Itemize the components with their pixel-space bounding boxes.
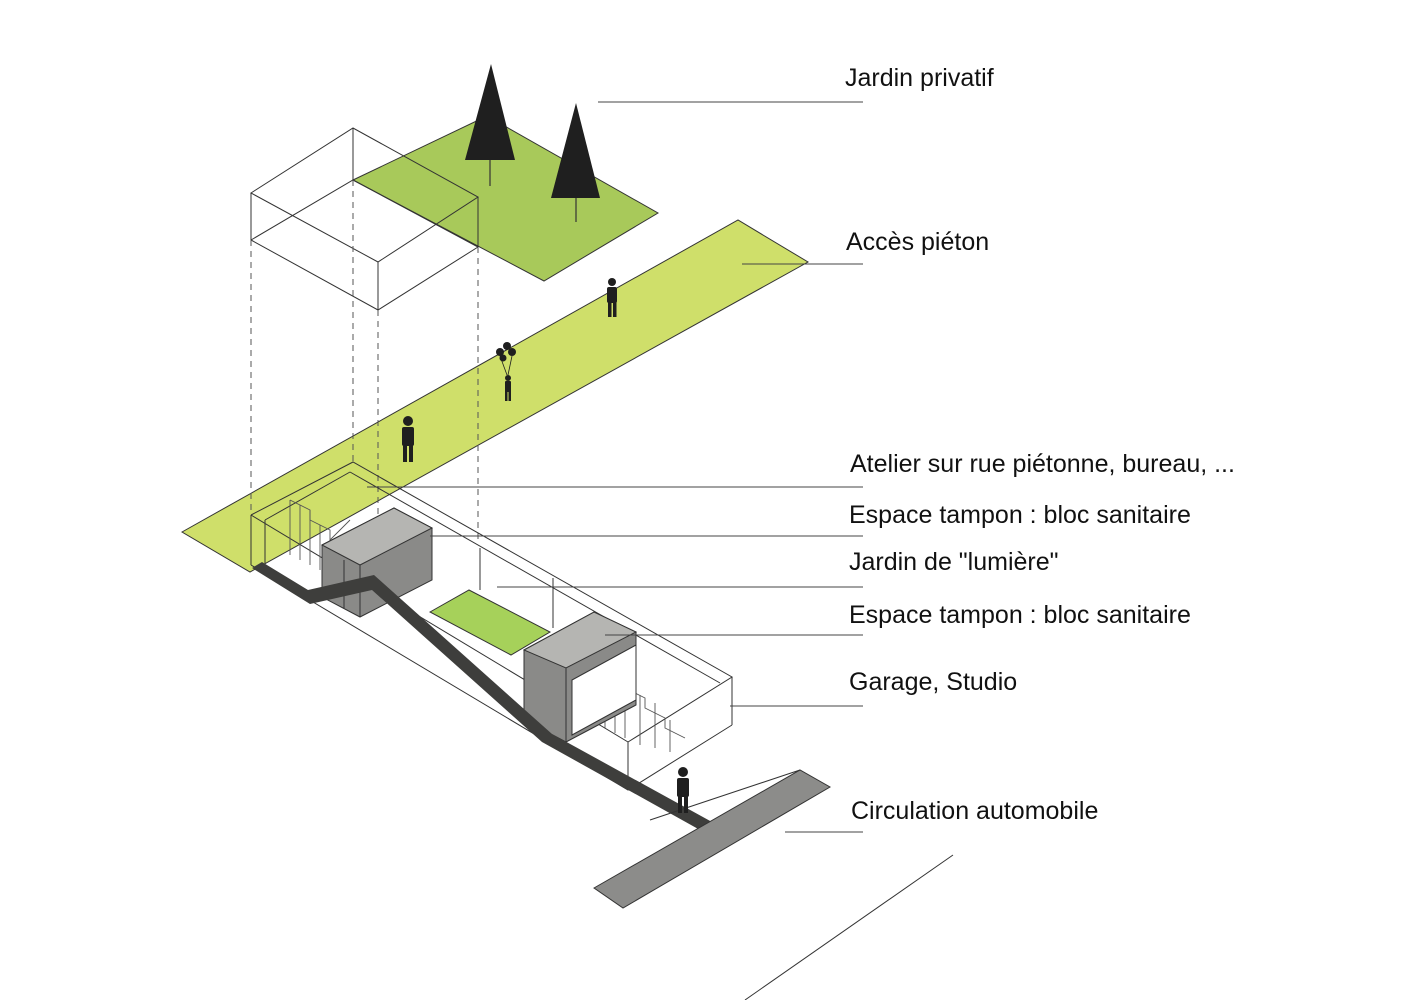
projection-lines (250, 180, 479, 540)
person-icon (677, 767, 689, 813)
label-jardin-privatif: Jardin privatif (845, 64, 994, 92)
leader-lines (367, 101, 863, 833)
sanitary-block-1 (320, 507, 434, 618)
tree-icon (551, 103, 600, 222)
label-garage-studio: Garage, Studio (849, 668, 1018, 696)
label-circulation-automobile: Circulation automobile (851, 797, 1099, 825)
balloon-icon (496, 342, 516, 401)
label-acces-pieton: Accès piéton (846, 228, 990, 256)
road (593, 769, 832, 909)
person-icon (607, 278, 617, 317)
diagonal-line (744, 854, 954, 1000)
road-edge-line (649, 769, 801, 821)
label-espace-tampon-1: Espace tampon : bloc sanitaire (849, 501, 1191, 529)
sanitary-block-2 (522, 611, 638, 743)
label-atelier: Atelier sur rue piétonne, bureau, ... (850, 450, 1235, 478)
ramp (252, 562, 712, 830)
person-icon (402, 416, 414, 462)
label-espace-tampon-2: Espace tampon : bloc sanitaire (849, 601, 1191, 629)
pedestrian-path (180, 219, 809, 573)
private-garden (351, 115, 659, 282)
light-garden (428, 589, 552, 656)
label-jardin-lumiere: Jardin de "lumière" (849, 548, 1059, 576)
tree-icon (465, 64, 515, 186)
